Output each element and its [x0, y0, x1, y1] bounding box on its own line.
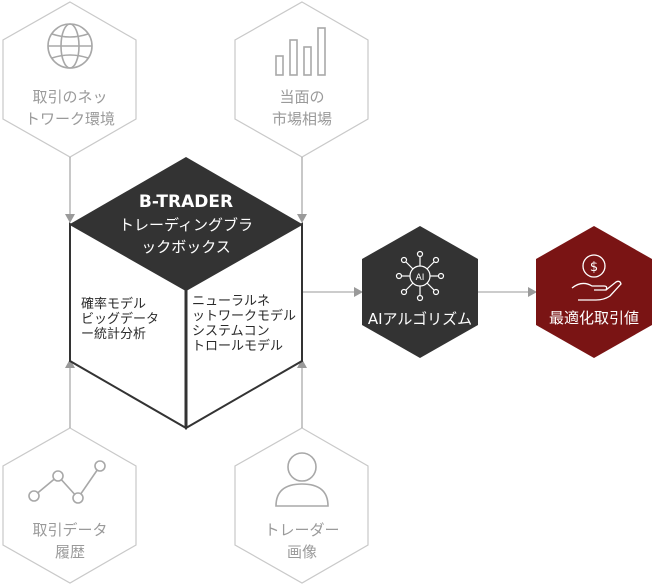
market-label-line2: 市場相場 — [272, 110, 332, 128]
input-market-node: 当面の 市場相場 — [234, 1, 369, 158]
history-label-line1: 取引データ — [32, 521, 107, 539]
connector-arrows — [65, 157, 537, 428]
line-chart-icon — [28, 460, 106, 504]
left-face-line: ー統計分析 — [81, 326, 146, 342]
right-face-line: トロールモデル — [192, 338, 283, 354]
right-face-line: ットワークモデル — [192, 308, 296, 324]
input-network-node: 取引のネッ トワーク環境 — [2, 1, 137, 158]
ai-algorithm-node: AI AIアルゴリズム — [362, 226, 478, 358]
history-label-line2: 履歴 — [55, 543, 85, 561]
globe-icon — [47, 23, 93, 69]
bar-chart-icon — [275, 27, 326, 76]
trader-label-line2: 画像 — [287, 543, 317, 561]
optimized-trade-node: $ 最適化取引値 — [536, 226, 652, 358]
input-trader-node: トレーダー 画像 — [234, 427, 369, 584]
blackbox-subtitle-line1: トレーディングブラ — [119, 216, 253, 234]
blackbox-cube: B-TRADER トレーディングブラ ックボックス 確率モデル ビッグデータ ー… — [69, 157, 303, 430]
trader-label-line1: トレーダー — [264, 521, 339, 539]
network-label-line1: 取引のネッ — [32, 88, 107, 106]
result-label: 最適化取引値 — [549, 309, 639, 327]
right-face-line: ニューラルネ — [192, 294, 270, 309]
network-label-line2: トワーク環境 — [25, 110, 115, 128]
input-history-node: 取引データ 履歴 — [2, 427, 137, 584]
person-icon — [275, 452, 329, 507]
right-face-line: システムコン — [192, 324, 270, 339]
ai-badge: AI — [416, 273, 425, 283]
ai-network-icon — [395, 250, 445, 302]
left-face-line: 確率モデル — [81, 296, 146, 312]
market-label-line1: 当面の — [279, 88, 324, 106]
ai-label: AIアルゴリズム — [368, 310, 472, 328]
svg-text:$: $ — [590, 260, 598, 275]
blackbox-title: B-TRADER — [139, 192, 233, 212]
hand-dollar-icon: $ — [571, 254, 622, 301]
left-face-line: ビッグデータ — [81, 311, 159, 327]
blackbox-subtitle-line2: ックボックス — [141, 238, 231, 256]
